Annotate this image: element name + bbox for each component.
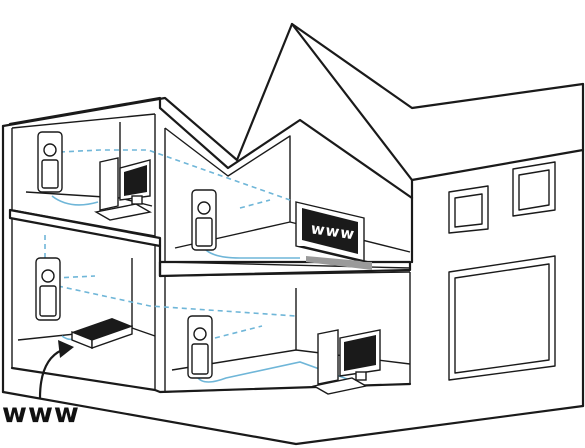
desktop-computer-icon: [312, 329, 381, 395]
internet-label: www: [2, 398, 80, 429]
television-icon: www: [295, 201, 372, 270]
powerline-adapter-top-right: [191, 189, 217, 251]
exterior-windows: [448, 161, 556, 381]
powerline-wiring: [44, 149, 351, 383]
router-icon: [71, 318, 133, 350]
desktop-computer-icon: [94, 157, 152, 221]
arrow-icon: [38, 340, 74, 400]
powerline-adapter-bottom-right: [187, 315, 213, 379]
house-outline: [1, 22, 585, 446]
powerline-adapter-top-left: [37, 131, 63, 193]
powerline-adapter-bottom-left: [35, 257, 61, 321]
